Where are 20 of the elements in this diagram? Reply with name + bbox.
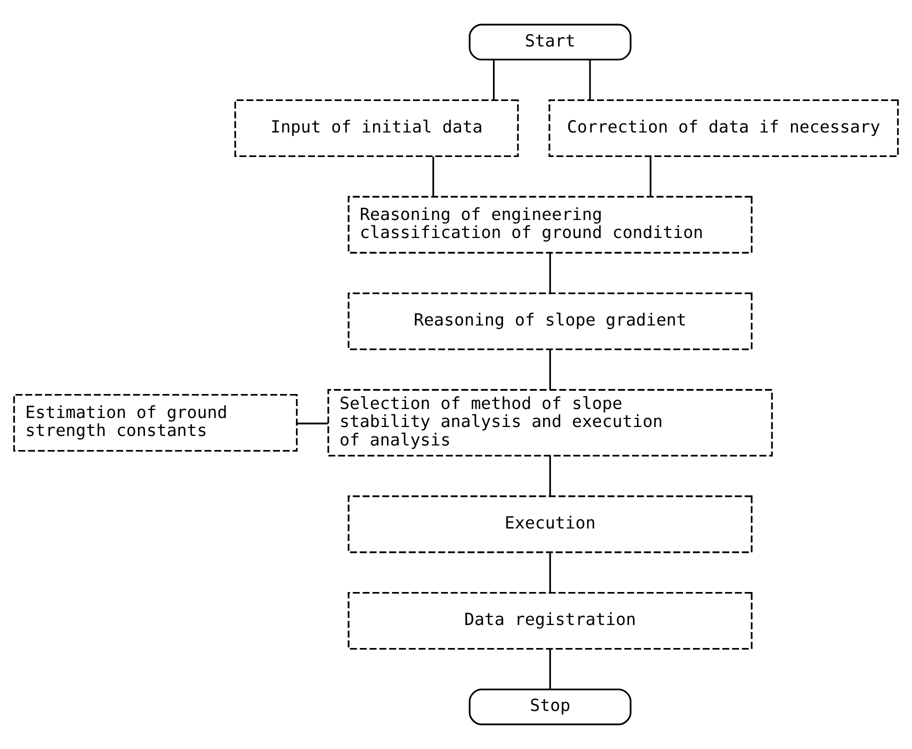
connector (549, 253, 551, 293)
connector (549, 350, 551, 390)
connector (492, 60, 495, 100)
connector (549, 649, 551, 689)
connector (432, 156, 434, 196)
node-box: Reasoning of slope gradient (348, 292, 752, 350)
node-box: Stop (468, 688, 632, 726)
node-box: Correction of data if necessary (548, 99, 899, 157)
connector (589, 60, 591, 100)
node-box: Data registration (348, 592, 752, 650)
node-box: Start (468, 24, 632, 60)
node-box: Execution (348, 495, 752, 554)
node-box: Selection of method of slope stability analysis and execution of analysis (327, 389, 773, 457)
connector (650, 156, 652, 196)
node-box: Estimation of ground strength constants (13, 394, 298, 452)
node-box: Input of initial data (234, 99, 519, 157)
connector (549, 456, 551, 496)
connector (296, 422, 328, 424)
connector (549, 552, 551, 592)
node-box: Reasoning of engineering classification of ground condition (348, 196, 752, 254)
